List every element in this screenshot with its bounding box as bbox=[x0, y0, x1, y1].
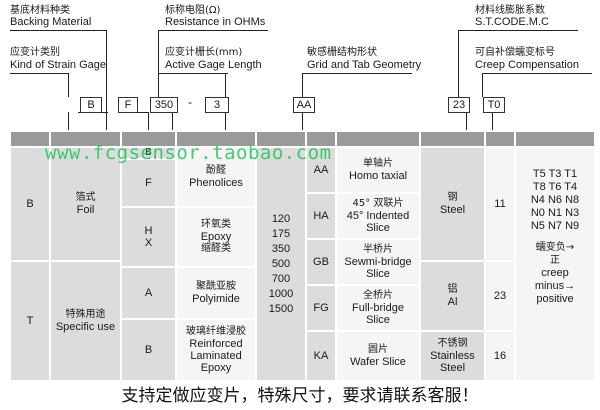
material-code-b: B bbox=[121, 319, 176, 381]
header-cell bbox=[485, 131, 515, 147]
kind-label: Kind of Strain Gage bbox=[10, 59, 107, 71]
stc-code-11: 11 bbox=[485, 147, 515, 261]
code-dash: - bbox=[188, 95, 192, 109]
header-cell bbox=[336, 131, 420, 147]
grid-geometry-label-cn: 敏感栅结构形状 bbox=[307, 47, 377, 58]
header-cell bbox=[515, 131, 595, 147]
stc-code-16: 16 bbox=[485, 331, 515, 381]
kind-label-cn: 应变计类别 bbox=[10, 47, 60, 58]
code-length: 3 bbox=[205, 97, 229, 113]
code-backing: B bbox=[80, 97, 102, 113]
header-cell bbox=[121, 131, 176, 147]
resistance-label-cn: 标称电阻(Ω) bbox=[165, 5, 221, 16]
material-code-a: A bbox=[121, 267, 176, 319]
resistance-values: 120 175 350 500 700 1000 1500 bbox=[256, 147, 306, 381]
backing-material-label: Backing Material bbox=[10, 16, 92, 28]
code-stc: 23 bbox=[448, 97, 470, 113]
grid-code-fg: FG bbox=[306, 285, 336, 331]
material-code-f: F bbox=[121, 159, 176, 207]
creep-label-cn: 可自补偿蠕变标号 bbox=[475, 47, 555, 58]
grid-code-aa: AA bbox=[306, 147, 336, 193]
header-cell bbox=[256, 131, 306, 147]
backing-t-code: T bbox=[10, 261, 50, 381]
code-resistance: 350 bbox=[150, 97, 178, 113]
code-creep: T0 bbox=[483, 97, 505, 113]
gage-length-label-cn: 应变计栅长(mm) bbox=[165, 47, 243, 58]
stc-code-23: 23 bbox=[485, 261, 515, 331]
stc-label: S.T.CODE.M.C bbox=[475, 16, 549, 28]
footer-note: 支持定做应变片，特殊尺寸，要求请联系客服！ bbox=[121, 386, 479, 406]
header-cell bbox=[306, 131, 336, 147]
kind-top-code: B bbox=[121, 147, 176, 159]
creep-compensation: T5 T3 T1 T8 T6 T4 N4 N6 N8 N0 N1 N3 N5 N… bbox=[515, 147, 595, 381]
code-grid: AA bbox=[293, 97, 315, 113]
resistance-label: Resistance in OHMs bbox=[165, 16, 266, 28]
code-kind: F bbox=[118, 97, 138, 113]
header-cell bbox=[420, 131, 485, 147]
header-cell bbox=[10, 131, 50, 147]
creep-label: Creep Compensation bbox=[475, 59, 579, 71]
grid-code-gb: GB bbox=[306, 239, 336, 285]
gage-length-label: Active Gage Length bbox=[165, 59, 262, 71]
grid-code-ha: HA bbox=[306, 193, 336, 239]
grid-geometry-label: Grid and Tab Geometry bbox=[307, 59, 422, 71]
stc-label-cn: 材料线膨胀系数 bbox=[475, 5, 545, 16]
header-cell bbox=[50, 131, 121, 147]
watermark: www.fcgsensor.taobao.com bbox=[45, 142, 332, 164]
header-cell bbox=[176, 131, 256, 147]
grid-code-ka: KA bbox=[306, 331, 336, 381]
backing-b-code: B bbox=[10, 147, 50, 261]
backing-material-label-cn: 基底材料种类 bbox=[10, 5, 70, 16]
